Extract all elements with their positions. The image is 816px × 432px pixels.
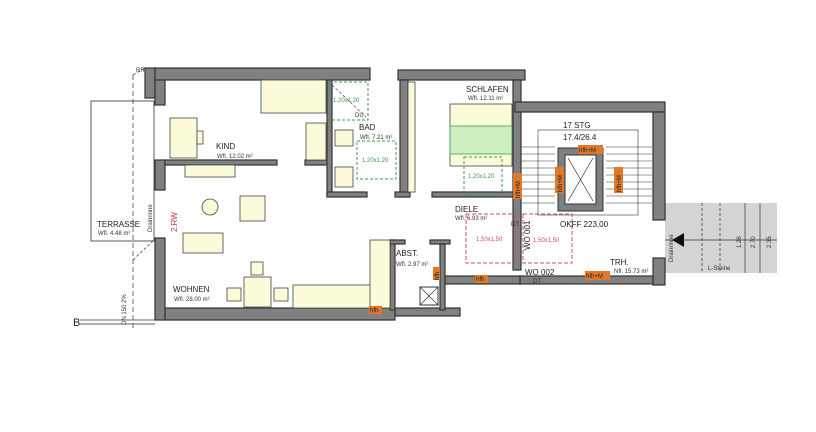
l-steine-label: L-Steine	[708, 266, 731, 272]
drain-pipe-label: DN 150 2%	[122, 294, 128, 325]
hfh-tag: hfh	[433, 267, 441, 280]
svg-text:hfh+M: hfh+M	[586, 274, 603, 280]
dimension-2: 2.70	[751, 236, 757, 248]
turn-circle-trh-label: 1,50x1,50	[533, 238, 560, 244]
door-label-dt2: DT	[533, 279, 541, 285]
turn-circle-schlafen-label: 1,20x1,20	[468, 174, 495, 180]
turn-circle-bad	[356, 140, 397, 180]
drainrinne-left: Drainrinne	[148, 204, 154, 232]
unit-label-wo002: WO 002	[525, 268, 555, 277]
turn-circle-diele-label: 1,50x1,50	[476, 237, 503, 243]
room-name-bad: BAD	[359, 123, 376, 132]
rainwater-label: 2.RW	[170, 212, 179, 232]
turn-circle-schlafen	[463, 156, 503, 196]
room-area-abst: Wfl. 2.97 m²	[396, 262, 428, 268]
room-area-schlafen: Wfl. 12.11 m²	[468, 96, 503, 102]
room-name-trh: TRH.	[610, 258, 629, 267]
hfh-tag: hfh	[369, 306, 382, 314]
svg-text:hfh+M: hfh+M	[617, 175, 623, 192]
room-name-abst: ABST.	[396, 249, 418, 258]
hfh-m-tag: hfh+M	[555, 167, 564, 193]
svg-text:hfh+M: hfh+M	[516, 181, 522, 198]
room-name-wohnen: WOHNEN	[173, 285, 210, 294]
dimension-1: 1.26	[737, 236, 743, 248]
room-name-diele: DIELE	[455, 205, 478, 214]
shower-label: DU	[355, 113, 364, 119]
room-name-terrasse: TERRASSE	[97, 220, 140, 229]
stairs-count: 17 STG	[563, 121, 591, 130]
terrace-outline	[90, 100, 155, 242]
turn-circle-bad-label: 1.20x1.20	[362, 158, 389, 164]
axis-label-b: B	[73, 317, 80, 329]
stairs-ratio: 17.4/26.4	[563, 133, 597, 142]
hfh-m-tag: hfh+M	[585, 271, 610, 280]
hfh-tag: hfh	[475, 275, 488, 283]
room-area-trh: Nfl. 15.73 m²	[614, 269, 648, 275]
room-name-kind: KIND	[216, 142, 235, 151]
unit-label-wo001: WO 001	[523, 220, 532, 250]
hfh-m-tag: hfh+M	[578, 145, 603, 154]
hfh-m-tag: hfh+M	[513, 173, 522, 199]
rain-pipe-label: RR	[136, 68, 145, 74]
turn-circle-trh	[522, 213, 573, 264]
room-name-schlafen: SCHLAFEN	[466, 85, 509, 94]
door-label-dt1: DT	[511, 222, 519, 228]
turn-circle-diele	[465, 213, 516, 264]
shower-area	[328, 81, 369, 121]
svg-text:hfh+M: hfh+M	[558, 175, 564, 192]
svg-text:hfh: hfh	[476, 277, 484, 283]
svg-text:hfh+M: hfh+M	[579, 148, 596, 154]
svg-text:hfh: hfh	[370, 308, 378, 314]
shower-size: 1.20x1.20	[333, 98, 360, 104]
staircase	[521, 129, 652, 216]
furniture	[169, 79, 513, 309]
room-area-kind: Wfl. 12.02 m²	[217, 154, 253, 160]
room-area-terrasse: Wfl. 4.48 m²	[98, 231, 130, 237]
room-area-wohnen: Wfl. 28.00 m²	[174, 297, 210, 303]
hfh-m-tag: hfh+M	[614, 167, 623, 193]
room-area-diele: Wfl. 6.93 m²	[455, 216, 487, 222]
dimension-3: 2.35	[767, 236, 773, 248]
okff-level: OKFF 223,00	[560, 220, 609, 229]
svg-text:hfh: hfh	[435, 272, 441, 280]
drainrinne-right: Drainrinne	[669, 234, 675, 262]
room-area-bad: Wfl. 7.21 m²	[360, 135, 392, 141]
entrance-arrow-icon	[672, 233, 684, 247]
